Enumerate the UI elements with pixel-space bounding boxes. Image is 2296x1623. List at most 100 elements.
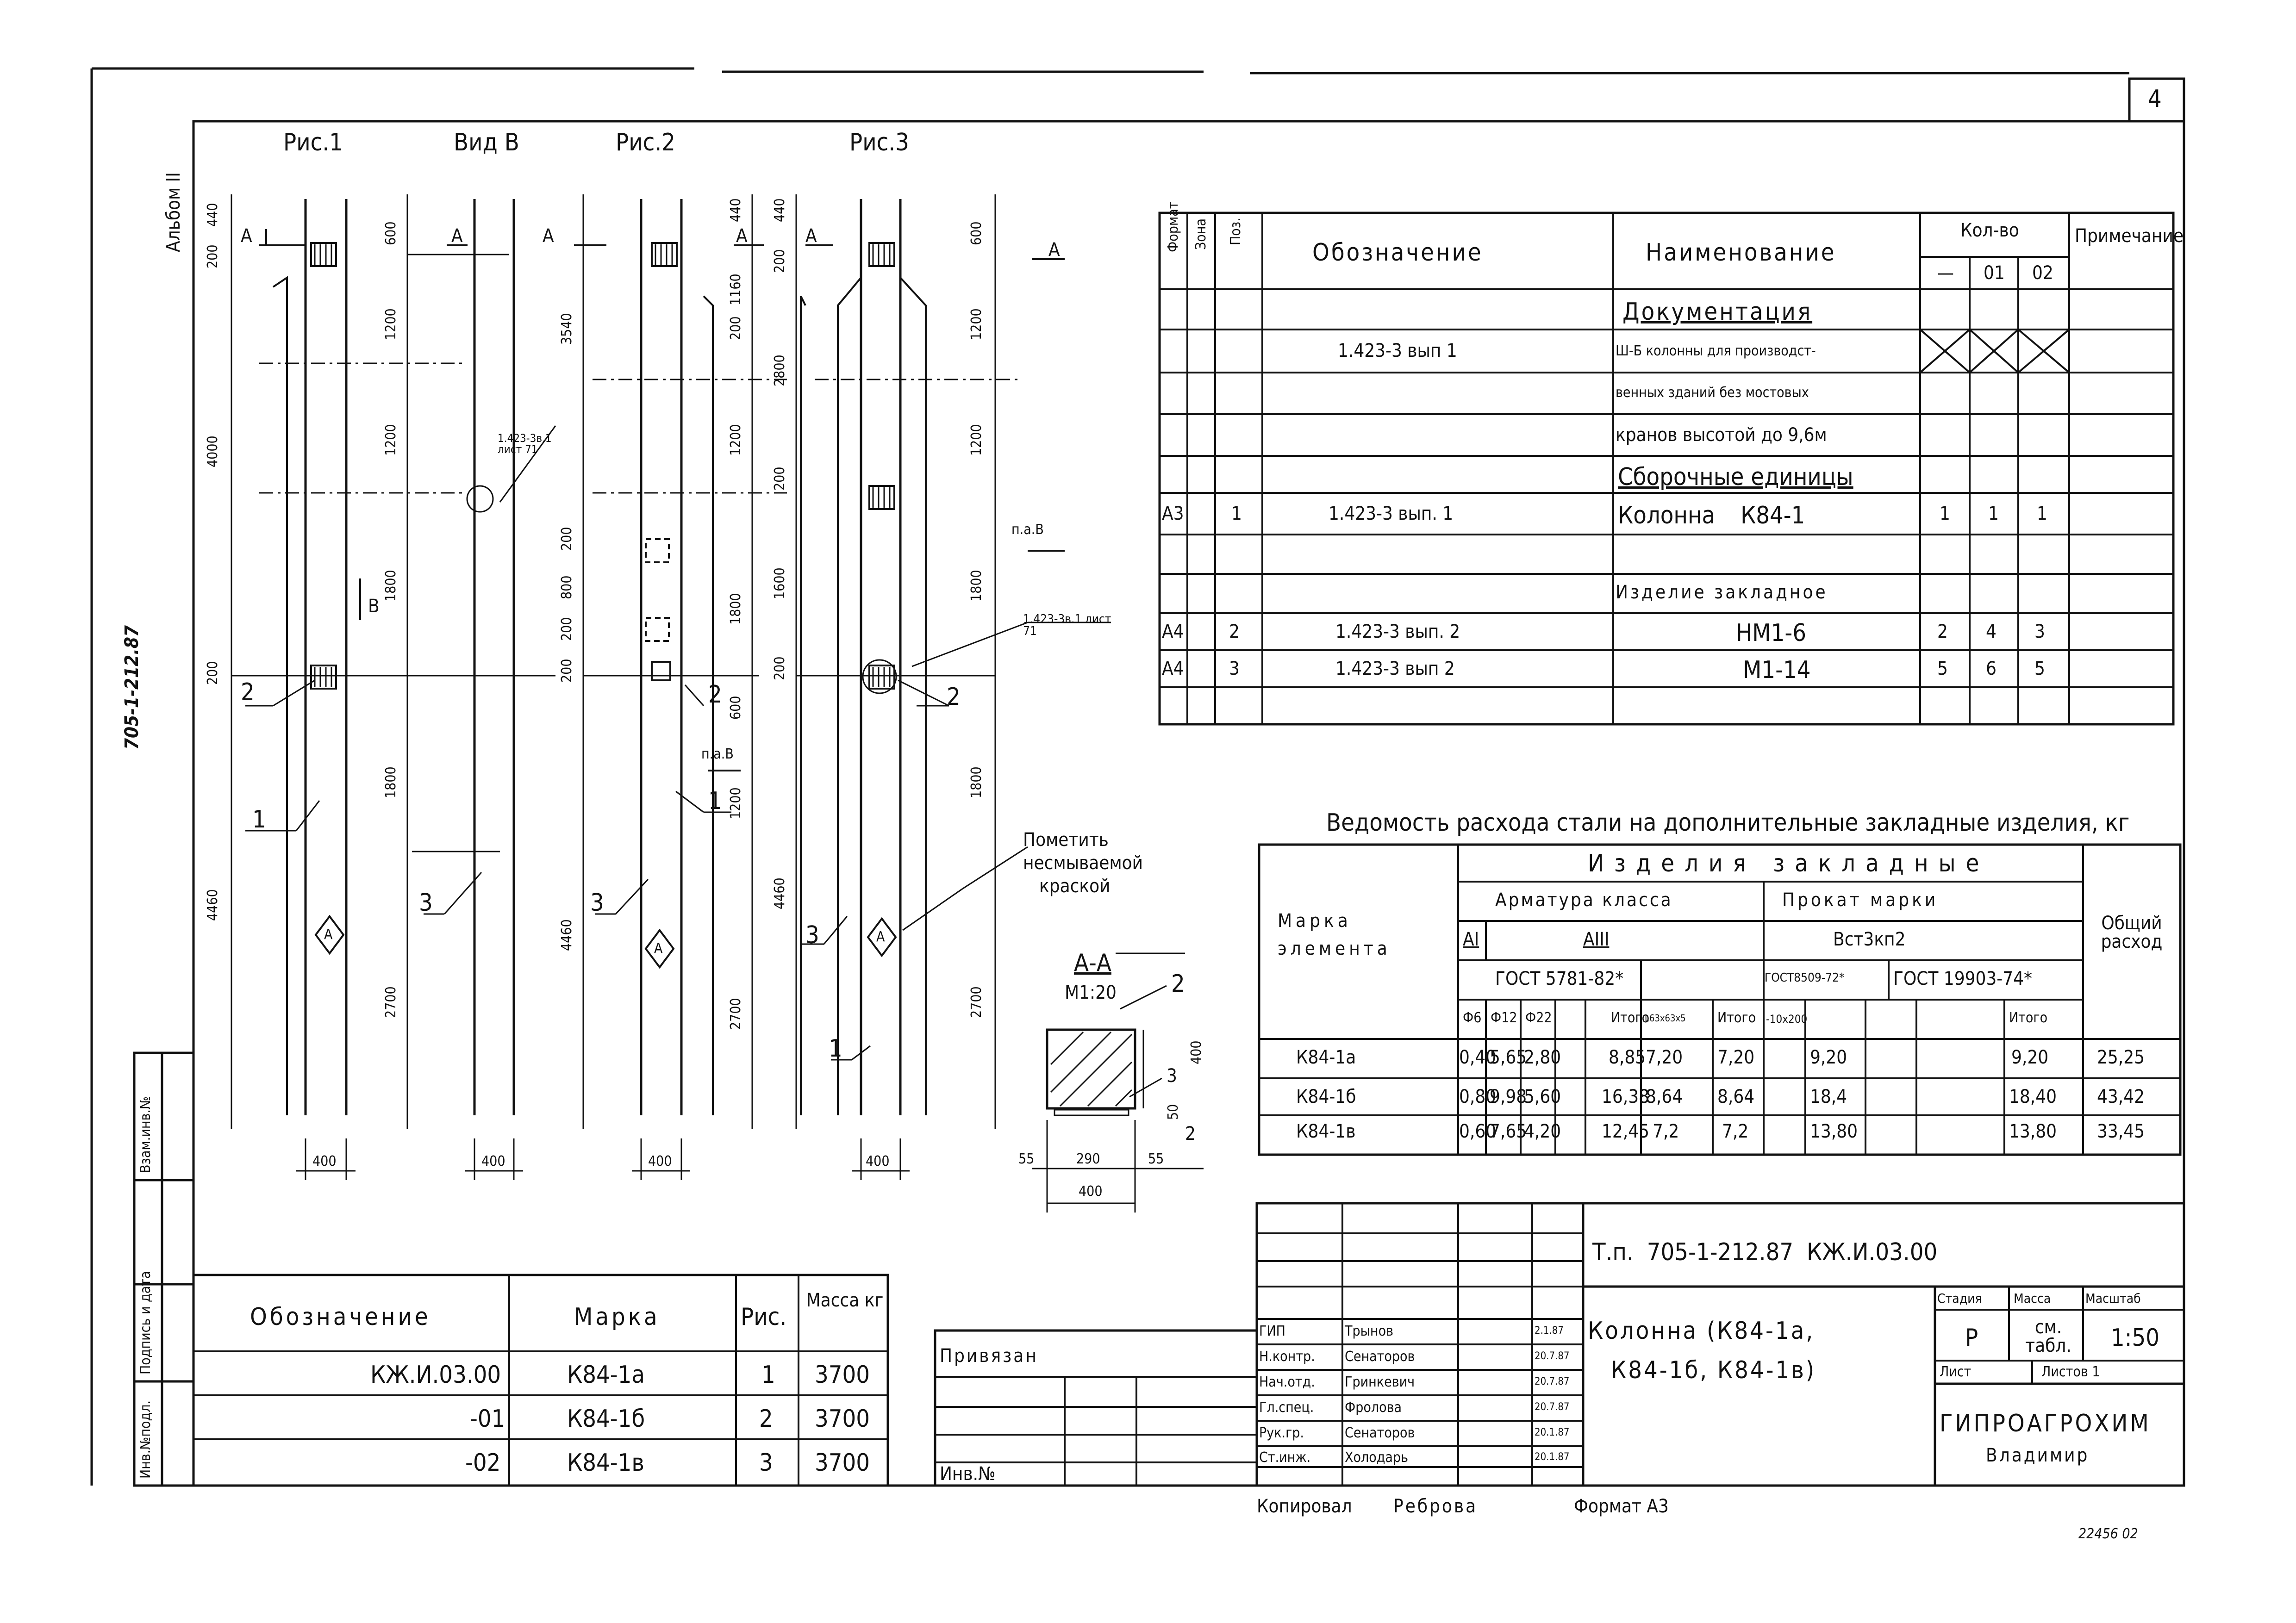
spec-row-name: венных зданий без мостовых (1616, 385, 1809, 401)
steel-cell: 9,98 (1490, 1086, 1527, 1107)
spec-h-note: Примечание (2075, 225, 2184, 247)
pav-label: п.а.В (1011, 522, 1044, 538)
spec-row-name: НМ1-6 (1736, 619, 1806, 647)
spec-h-zone: Зона (1193, 218, 1209, 250)
title-stage-h: Стадия (1937, 1291, 1982, 1306)
steel-col-h: Ф6 (1463, 1010, 1482, 1026)
steel-cell: 8,64 (1646, 1086, 1683, 1107)
steel-col-h: Итого (2009, 1010, 2048, 1026)
section-callout: 3 (1167, 1065, 1177, 1087)
steel-cell-total: 43,42 (2097, 1086, 2145, 1107)
sheet-number: 4 (2148, 85, 2162, 113)
section-arrow-label: А (451, 225, 463, 247)
spec-h-qty-col: — (1937, 262, 1954, 284)
steel-cell: 8,64 (1717, 1086, 1755, 1107)
diamond-marker: А (876, 929, 885, 945)
person-role: Рук.гр. (1259, 1425, 1304, 1441)
dim: 1200 (968, 424, 985, 456)
steel-cell: 7,20 (1646, 1047, 1683, 1068)
section-callout: 2 (1171, 970, 1185, 998)
section-dim: 400 (1188, 1040, 1204, 1064)
title-line: К84-1б, К84-1в) (1611, 1356, 1816, 1384)
leader-ref: 1.423-3в.1 лист 71 (1023, 612, 1111, 638)
steel-cell-total: 25,25 (2097, 1047, 2145, 1068)
side-code: 705-1-212.87 (121, 625, 143, 750)
steel-h-gost2: ГОСТ8509-72* (1765, 971, 1845, 985)
bottom-code: 22456 02 (2078, 1526, 2138, 1542)
spec-row-qty: 4 (1986, 621, 1997, 642)
steel-cell: 13,80 (1810, 1121, 1858, 1142)
spec-row-name: Документация (1622, 298, 1813, 326)
diamond-marker: А (654, 940, 663, 957)
dim: 800 (559, 575, 575, 599)
person-name: Холодарь (1345, 1449, 1409, 1466)
spec-h-qty-col: 01 (1984, 262, 2005, 284)
steel-col-h: Итого (1717, 1010, 1756, 1026)
spec-row-qty: 1 (2037, 503, 2047, 524)
person-date: 20.1.87 (1535, 1427, 1570, 1438)
steel-row-mark: К84-1в (1296, 1121, 1356, 1142)
mark-row-fig: 1 (761, 1361, 775, 1389)
leader-ref: 1.423-3в.1 лист 71 (498, 432, 552, 456)
dim: 2700 (968, 986, 985, 1018)
dim: 3540 (559, 313, 575, 345)
spec-row-qty: 5 (1937, 658, 1948, 679)
callout: 1 (829, 1035, 842, 1063)
spec-h-format: Формат (1165, 201, 1181, 253)
dim: 200 (772, 249, 788, 273)
person-date: 20.7.87 (1535, 1376, 1570, 1387)
steel-h-rolled: Прокат марки (1782, 889, 1939, 911)
steel-cell: 9,20 (2011, 1047, 2049, 1068)
dim: 1800 (968, 570, 985, 602)
dim: 4000 (205, 435, 221, 467)
dim: 4460 (772, 877, 788, 909)
person-date: 20.7.87 (1535, 1350, 1570, 1362)
section-dim: 400 (1079, 1183, 1103, 1200)
steel-cell: 18,4 (1810, 1086, 1847, 1107)
section-dim: 55 (1018, 1151, 1035, 1167)
note-line: краской (1039, 876, 1111, 897)
dim: 1600 (772, 567, 788, 599)
dim: 400 (866, 1153, 890, 1169)
copied-by: Реброва (1393, 1496, 1478, 1517)
spec-row-name: Колонна К84-1 (1618, 502, 1805, 529)
dim: 1200 (728, 787, 744, 819)
mark-row-fig: 3 (759, 1449, 773, 1477)
dim: 1800 (383, 570, 399, 602)
dim: 440 (772, 198, 788, 222)
title-stage: Р (1965, 1324, 1978, 1352)
title-org: ГИПРОАГРОХИМ (1940, 1410, 2151, 1437)
privyazan-label: Привязан (940, 1345, 1038, 1367)
steel-cell: 0,80 (1459, 1086, 1497, 1107)
callout: 2 (947, 683, 961, 711)
spec-row-name: М1-14 (1743, 656, 1811, 684)
person-date: 2.1.87 (1535, 1325, 1564, 1337)
steel-table-title: Ведомость расхода стали на дополнительны… (1326, 809, 2130, 837)
dim: 400 (481, 1153, 505, 1169)
spec-h-designation: Обозначение (1312, 239, 1483, 267)
steel-h-AIII: АIII (1583, 929, 1610, 950)
steel-cell: 7,2 (1722, 1121, 1749, 1142)
dim: 1800 (728, 593, 744, 625)
title-line: Колонна (К84-1а, (1588, 1317, 1815, 1345)
dim: 4460 (559, 919, 575, 951)
steel-cell: 8,85 (1609, 1047, 1646, 1068)
steel-h-total: Общий расход (2101, 913, 2163, 952)
album-label: Альбом II (163, 172, 184, 252)
person-name: Гринкевич (1345, 1374, 1415, 1390)
steel-cell: 7,2 (1653, 1121, 1679, 1142)
dim: 200 (772, 656, 788, 680)
mark-h-des: Обозначение (250, 1303, 431, 1331)
dim: 2800 (772, 354, 788, 386)
dim: 200 (772, 466, 788, 491)
mark-row-mass: 3700 (815, 1361, 870, 1389)
format-label: Формат А3 (1574, 1496, 1669, 1517)
spec-row-qty: 1 (1940, 503, 1950, 524)
side-stamp-inv: Инв.№подл. (137, 1400, 154, 1479)
mark-row-des: -02 (465, 1449, 501, 1477)
person-name: Сенаторов (1345, 1425, 1415, 1441)
spec-h-pos: Поз. (1228, 218, 1244, 245)
spec-row-designation: 1.423-3 вып 2 (1335, 658, 1455, 679)
note-line: несмываемой (1023, 852, 1143, 874)
